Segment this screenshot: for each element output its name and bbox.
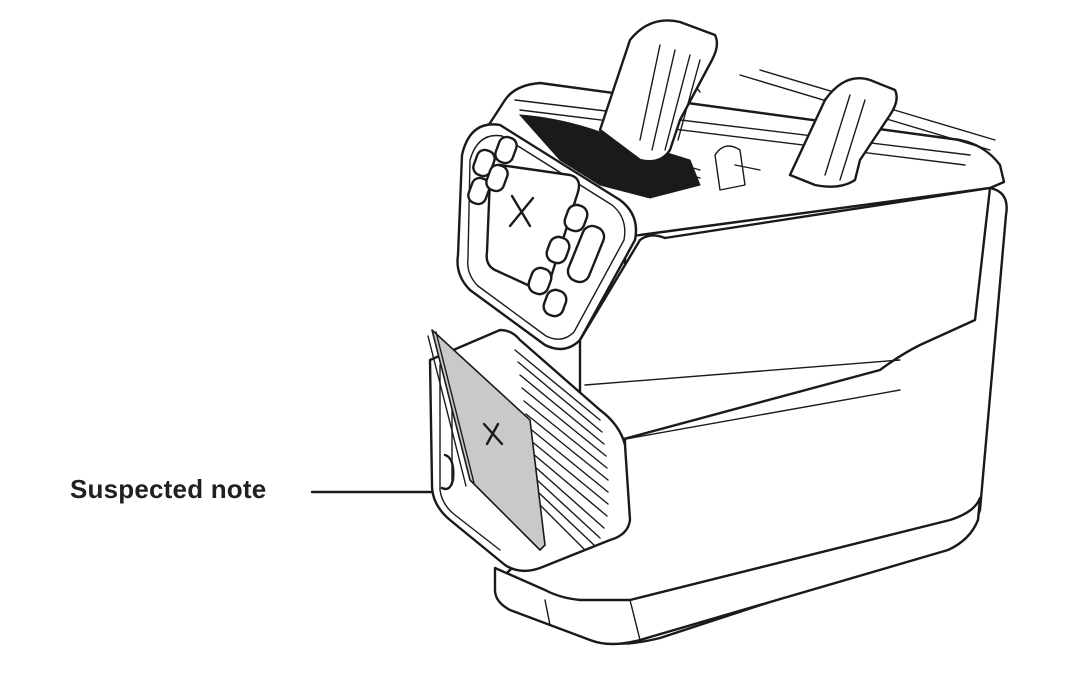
guide-right-ribs (824, 94, 866, 181)
machine-base (493, 496, 982, 646)
panel-button-6[interactable] (544, 234, 572, 265)
panel-button-7[interactable] (526, 265, 554, 296)
stacker-handle (440, 453, 455, 491)
stacker-slots (514, 349, 609, 551)
panel-button-5[interactable] (562, 202, 590, 233)
panel-button-3[interactable] (466, 176, 492, 207)
control-panel-bezel (467, 134, 626, 340)
hopper-guide-left (598, 19, 719, 163)
front-face-lines (584, 359, 901, 441)
panel-button-4[interactable] (484, 163, 510, 194)
note-stack-edges (427, 331, 475, 487)
hopper-banknotes (518, 114, 701, 199)
guide-left-ribs (639, 44, 701, 151)
suspected-note-label: Suspected note (70, 474, 267, 504)
display-x-mark-icon (508, 194, 535, 228)
note-x-mark-icon (482, 422, 504, 446)
panel-button-large[interactable] (565, 223, 607, 285)
panel-button-8[interactable] (541, 287, 569, 318)
feed-mechanism (714, 145, 761, 191)
base-lines (544, 599, 641, 641)
panel-button-2[interactable] (493, 135, 519, 166)
hopper-guide-right (788, 77, 898, 188)
